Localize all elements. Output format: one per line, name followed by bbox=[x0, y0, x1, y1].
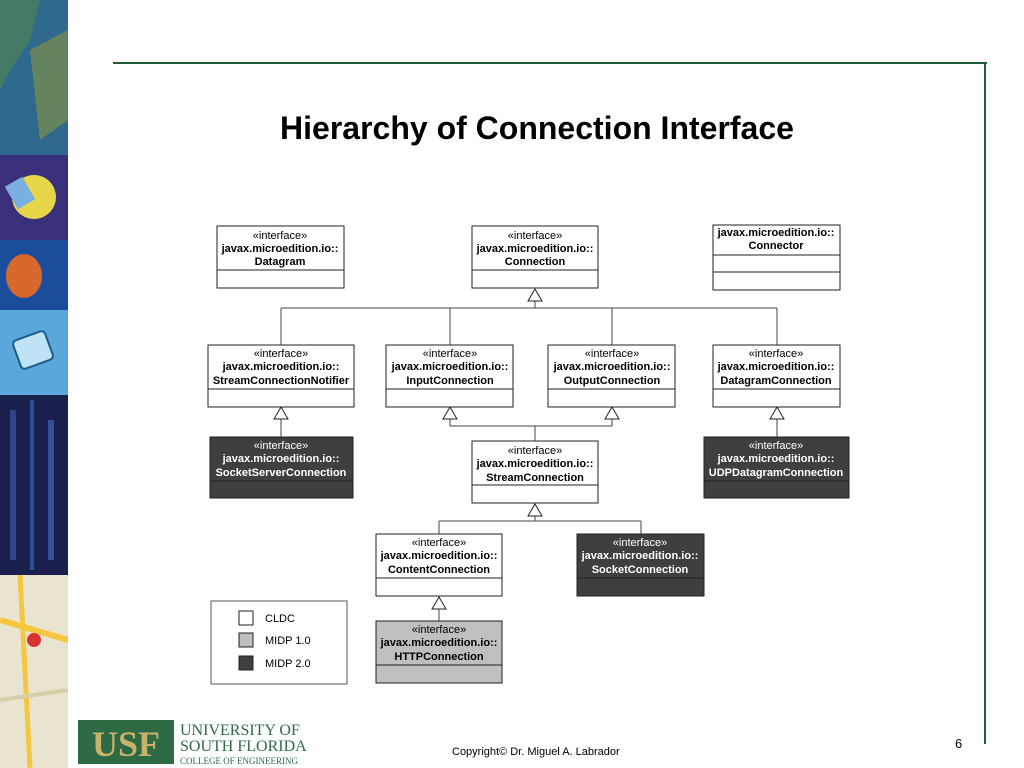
package-label: javax.microedition.io:: bbox=[581, 550, 699, 562]
class-name: SocketServerConnection bbox=[216, 467, 347, 479]
slide-title: Hierarchy of Connection Interface bbox=[280, 110, 794, 146]
arrowhead-stream-connection-notifier bbox=[273, 406, 289, 420]
uml-class-http-connection: «interface» javax.microedition.io:: HTTP… bbox=[375, 620, 503, 684]
uml-class-socket-server-connection: «interface» javax.microedition.io:: Sock… bbox=[209, 436, 354, 499]
package-label: javax.microedition.io:: bbox=[553, 361, 671, 373]
class-name: StreamConnection bbox=[486, 472, 584, 484]
class-name: DatagramConnection bbox=[720, 375, 832, 387]
uml-class-connector: javax.microedition.io:: Connector bbox=[712, 224, 841, 291]
logo-line-2: SOUTH FLORIDA bbox=[180, 738, 307, 755]
legend-label-cldc: CLDC bbox=[265, 613, 295, 625]
class-name: StreamConnectionNotifier bbox=[213, 375, 350, 387]
legend-label-midp1: MIDP 1.0 bbox=[265, 635, 311, 647]
arrowhead-content-connection bbox=[431, 596, 447, 610]
class-name: UDPDatagramConnection bbox=[709, 467, 844, 479]
logo-line-3: COLLEGE OF ENGINEERING bbox=[180, 756, 298, 766]
usf-logo: USF UNIVERSITY OF SOUTH FLORIDA COLLEGE … bbox=[78, 720, 307, 766]
uml-class-stream-connection: «interface» javax.microedition.io:: Stre… bbox=[471, 440, 599, 504]
package-label: javax.microedition.io:: bbox=[380, 637, 498, 649]
arrowhead-datagram-connection bbox=[769, 406, 785, 420]
logo-line-1: UNIVERSITY OF bbox=[180, 722, 300, 739]
package-label: javax.microedition.io:: bbox=[717, 227, 835, 239]
stereotype-label: «interface» bbox=[749, 440, 803, 452]
class-name: InputConnection bbox=[406, 375, 494, 387]
package-label: javax.microedition.io:: bbox=[717, 361, 835, 373]
generalization-lines bbox=[280, 301, 778, 621]
class-name: OutputConnection bbox=[564, 375, 661, 387]
package-label: javax.microedition.io:: bbox=[476, 243, 594, 255]
stereotype-label: «interface» bbox=[254, 440, 308, 452]
slide-frame-right-line bbox=[984, 62, 986, 744]
stereotype-label: «interface» bbox=[412, 624, 466, 636]
arrowhead-connection bbox=[527, 288, 543, 302]
uml-class-socket-connection: «interface» javax.microedition.io:: Sock… bbox=[576, 533, 705, 597]
stereotype-label: «interface» bbox=[613, 537, 667, 549]
stereotype-label: «interface» bbox=[253, 230, 307, 242]
stereotype-label: «interface» bbox=[508, 445, 562, 457]
legend-label-midp2: MIDP 2.0 bbox=[265, 658, 311, 670]
package-label: javax.microedition.io:: bbox=[222, 361, 340, 373]
legend-swatch-midp2 bbox=[238, 655, 254, 671]
uml-class-connection: «interface» javax.microedition.io:: Conn… bbox=[471, 225, 599, 289]
arrowhead-stream-connection bbox=[527, 503, 543, 517]
diagram-legend: CLDC MIDP 1.0 MIDP 2.0 bbox=[210, 600, 348, 685]
package-label: javax.microedition.io:: bbox=[476, 458, 594, 470]
class-name: ContentConnection bbox=[388, 564, 490, 576]
class-name: HTTPConnection bbox=[394, 651, 483, 663]
uml-class-datagram-connection: «interface» javax.microedition.io:: Data… bbox=[712, 344, 841, 408]
stereotype-label: «interface» bbox=[749, 348, 803, 360]
class-name: Datagram bbox=[255, 256, 306, 268]
class-name: Connector bbox=[749, 240, 805, 252]
stereotype-label: «interface» bbox=[585, 348, 639, 360]
stereotype-label: «interface» bbox=[412, 537, 466, 549]
arrowhead-input-connection bbox=[442, 406, 458, 420]
uml-class-input-connection: «interface» javax.microedition.io:: Inpu… bbox=[385, 344, 514, 408]
uml-class-udp-datagram-connection: «interface» javax.microedition.io:: UDPD… bbox=[703, 436, 850, 499]
stereotype-label: «interface» bbox=[254, 348, 308, 360]
decorative-side-strip bbox=[0, 0, 68, 768]
uml-class-stream-connection-notifier: «interface» javax.microedition.io:: Stre… bbox=[207, 344, 355, 408]
uml-class-output-connection: «interface» javax.microedition.io:: Outp… bbox=[547, 344, 676, 408]
package-label: javax.microedition.io:: bbox=[221, 243, 339, 255]
usf-initials: USF bbox=[92, 724, 160, 764]
stereotype-label: «interface» bbox=[423, 348, 477, 360]
slide-frame-top-line bbox=[113, 62, 987, 64]
uml-class-datagram: «interface» javax.microedition.io:: Data… bbox=[216, 225, 345, 289]
page-number: 6 bbox=[955, 736, 963, 751]
legend-swatch-midp1 bbox=[238, 632, 254, 648]
stereotype-label: «interface» bbox=[508, 230, 562, 242]
package-label: javax.microedition.io:: bbox=[222, 453, 340, 465]
package-label: javax.microedition.io:: bbox=[380, 550, 498, 562]
package-label: javax.microedition.io:: bbox=[391, 361, 509, 373]
package-label: javax.microedition.io:: bbox=[717, 453, 835, 465]
arrowhead-output-connection bbox=[604, 406, 620, 420]
uml-class-content-connection: «interface» javax.microedition.io:: Cont… bbox=[375, 533, 503, 597]
copyright-text: Copyright© Dr. Miguel A. Labrador bbox=[452, 746, 620, 758]
class-name: Connection bbox=[505, 256, 566, 268]
legend-swatch-cldc bbox=[238, 610, 254, 626]
generalization-arrowheads bbox=[273, 288, 785, 610]
class-name: SocketConnection bbox=[592, 564, 689, 576]
